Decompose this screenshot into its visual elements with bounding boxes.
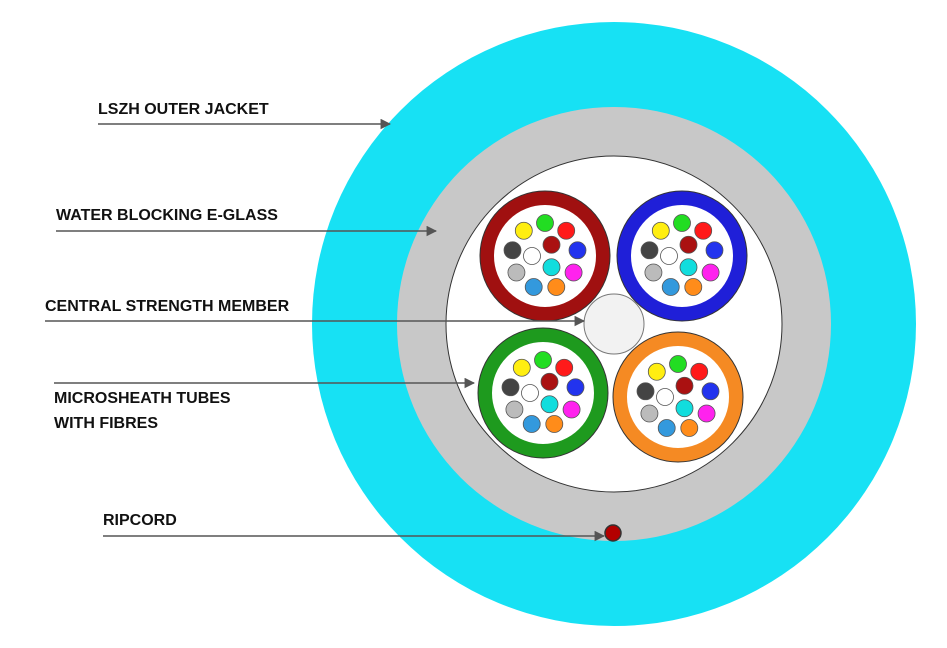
fibre [697, 404, 716, 423]
label-water-blocking: WATER BLOCKING E-GLASS [56, 207, 278, 224]
fibre [522, 415, 541, 433]
fibre [679, 258, 698, 277]
fibre [690, 362, 709, 381]
fibre [701, 382, 720, 401]
fibre [542, 235, 561, 254]
fibre [501, 378, 520, 397]
fibre [542, 258, 561, 277]
fibre [524, 278, 543, 296]
label-outer-jacket: LSZH OUTER JACKET [98, 101, 269, 118]
tube-outline [612, 331, 744, 463]
green-tube [477, 327, 609, 459]
fibre [640, 404, 659, 423]
fibre [675, 399, 694, 418]
label-central-member: CENTRAL STRENGTH MEMBER [45, 298, 290, 315]
fibre [523, 247, 541, 265]
fibre [701, 263, 720, 282]
fibre [636, 382, 655, 401]
fibre [562, 400, 581, 419]
fibre [536, 214, 554, 232]
fibre [669, 355, 687, 373]
microsheath-tubes [477, 190, 748, 463]
fibre [673, 214, 691, 232]
blue-tube [616, 190, 748, 322]
fibre [564, 263, 583, 282]
fibre [505, 400, 524, 419]
fibre [507, 263, 526, 282]
label-tubes-line2: WITH FIBRES [54, 415, 158, 432]
fibre [640, 241, 659, 260]
fibre [568, 241, 587, 260]
fibre [503, 241, 522, 260]
fibre [547, 278, 566, 296]
fibre [540, 372, 559, 391]
fibre [705, 241, 724, 260]
fibre [521, 384, 539, 402]
label-ripcord: RIPCORD [103, 512, 177, 529]
fibre [566, 378, 585, 397]
fibre [657, 419, 676, 437]
fibre [675, 376, 694, 395]
fibre [651, 221, 670, 240]
fibre [647, 362, 666, 381]
fibre [555, 358, 574, 377]
fibre [680, 419, 699, 437]
fibre [534, 351, 552, 369]
fibre [660, 247, 678, 265]
label-tubes-line1: MICROSHEATH TUBES [54, 390, 231, 407]
tube-outline [616, 190, 748, 322]
fibre [661, 278, 680, 296]
ripcord [604, 524, 622, 542]
fibre [694, 221, 713, 240]
fibre [644, 263, 663, 282]
central-strength-member [583, 293, 645, 355]
fibre [684, 278, 703, 296]
fibre [540, 395, 559, 414]
fibre [679, 235, 698, 254]
orange-tube [612, 331, 744, 463]
red-tube [479, 190, 611, 322]
fibre [656, 388, 674, 406]
fibre [557, 221, 576, 240]
fibre [514, 221, 533, 240]
fibre [512, 358, 531, 377]
tube-outline [477, 327, 609, 459]
fibre [545, 415, 564, 433]
